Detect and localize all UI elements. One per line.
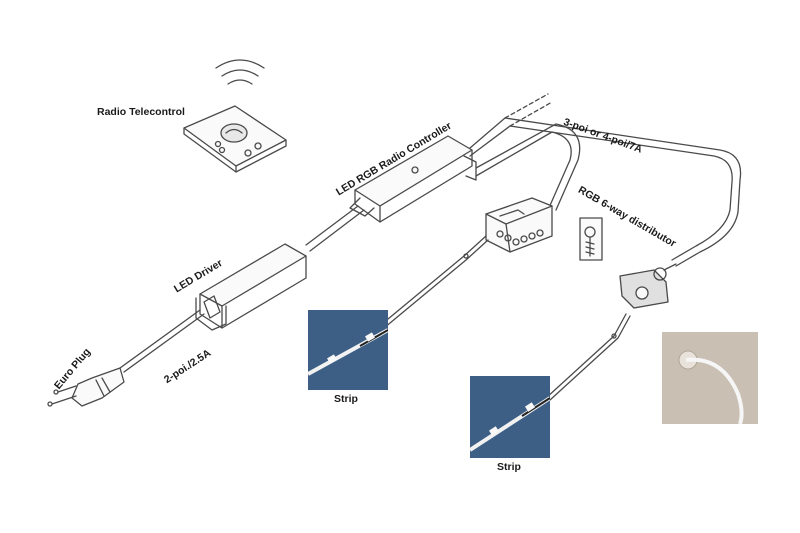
strip-photo-2 [470,376,550,458]
radio-telecontrol-device [183,105,287,173]
strip-2-label: Strip [497,461,521,473]
rgb-distributor-device [485,197,553,253]
wall-cable-photo [662,332,758,424]
wireless-signal-icon [215,59,265,85]
strip-photo-1 [308,310,388,390]
radio-telecontrol-label: Radio Telecontrol [97,106,185,118]
touch-switch-device [619,263,677,309]
euro-plug-device [47,367,125,407]
screw-icon [579,217,603,261]
led-rgb-controller-device [349,135,477,223]
strip-1-label: Strip [334,393,358,405]
led-driver-device [195,243,307,331]
